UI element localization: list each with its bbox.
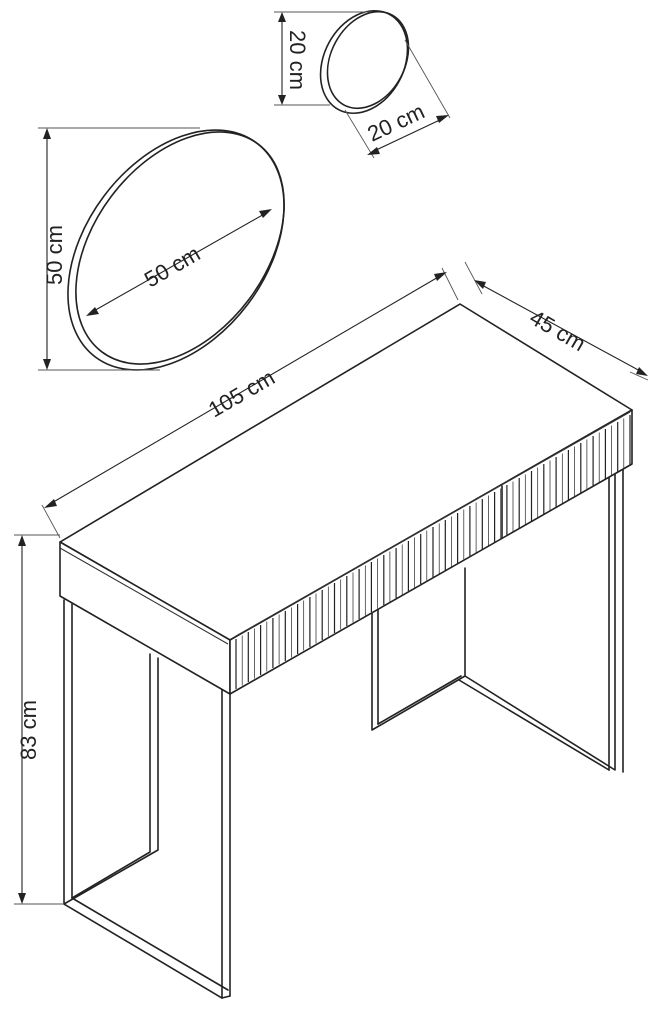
table-height-label: 83 cm (16, 700, 41, 760)
small-mirror-height-dimension (274, 11, 370, 106)
drawer-fluting (235, 415, 631, 689)
small-mirror (319, 9, 410, 115)
large-mirror-height-label: 50 cm (42, 225, 67, 285)
table-width-label: 105 cm (204, 365, 279, 423)
small-mirror-height-label: 20 cm (285, 30, 310, 90)
table-height-dimension (14, 534, 64, 905)
dressing-table (59, 303, 633, 999)
large-mirror-height-dimension (38, 127, 200, 371)
table-depth-dimension (464, 261, 649, 381)
table-width-dimension (41, 267, 459, 539)
large-mirror-width-dimension (86, 209, 272, 316)
small-mirror-width-dimension (344, 39, 451, 159)
table-depth-label: 45 cm (526, 305, 590, 357)
large-mirror (67, 129, 285, 371)
